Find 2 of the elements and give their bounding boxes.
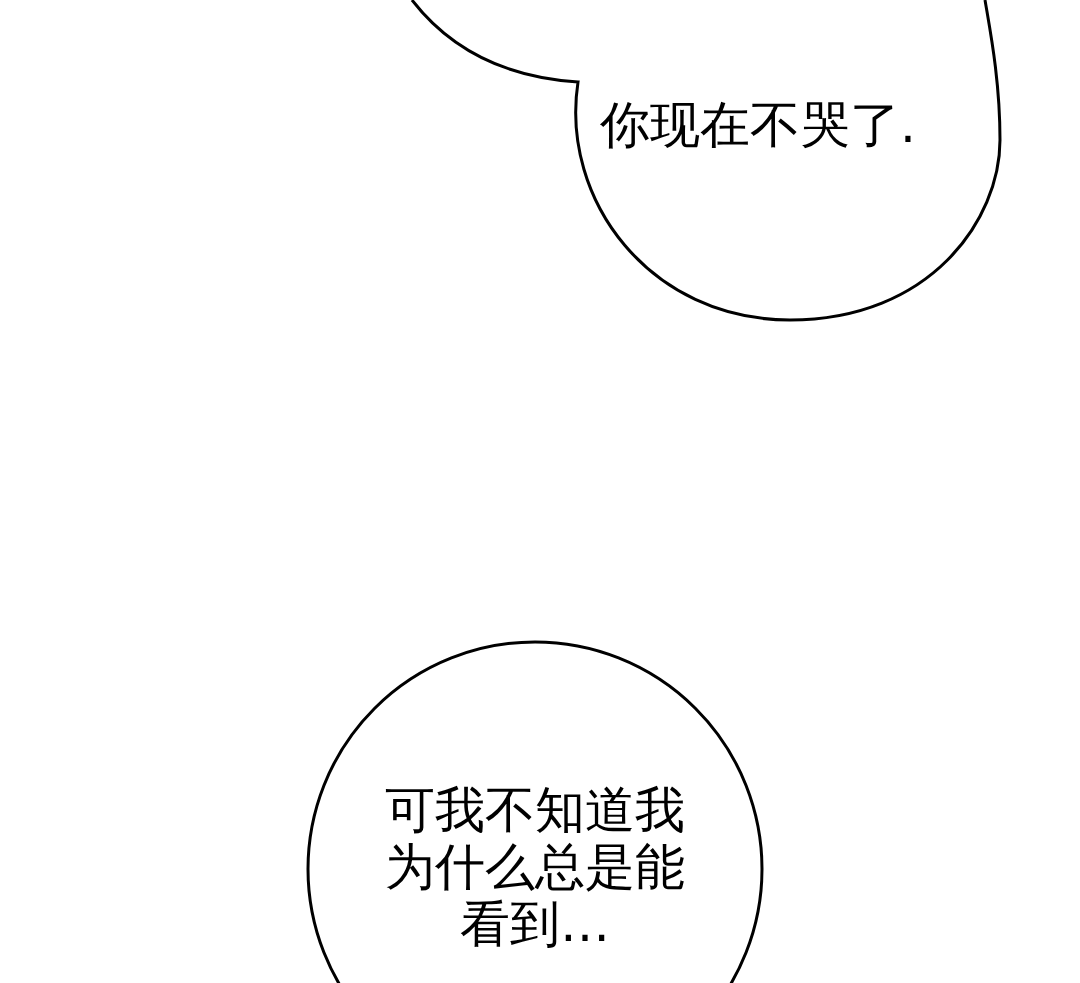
speech-text: 可我不知道我为什么总是能看到… (385, 782, 685, 953)
speech-text: 你现在不哭了. (600, 95, 917, 155)
